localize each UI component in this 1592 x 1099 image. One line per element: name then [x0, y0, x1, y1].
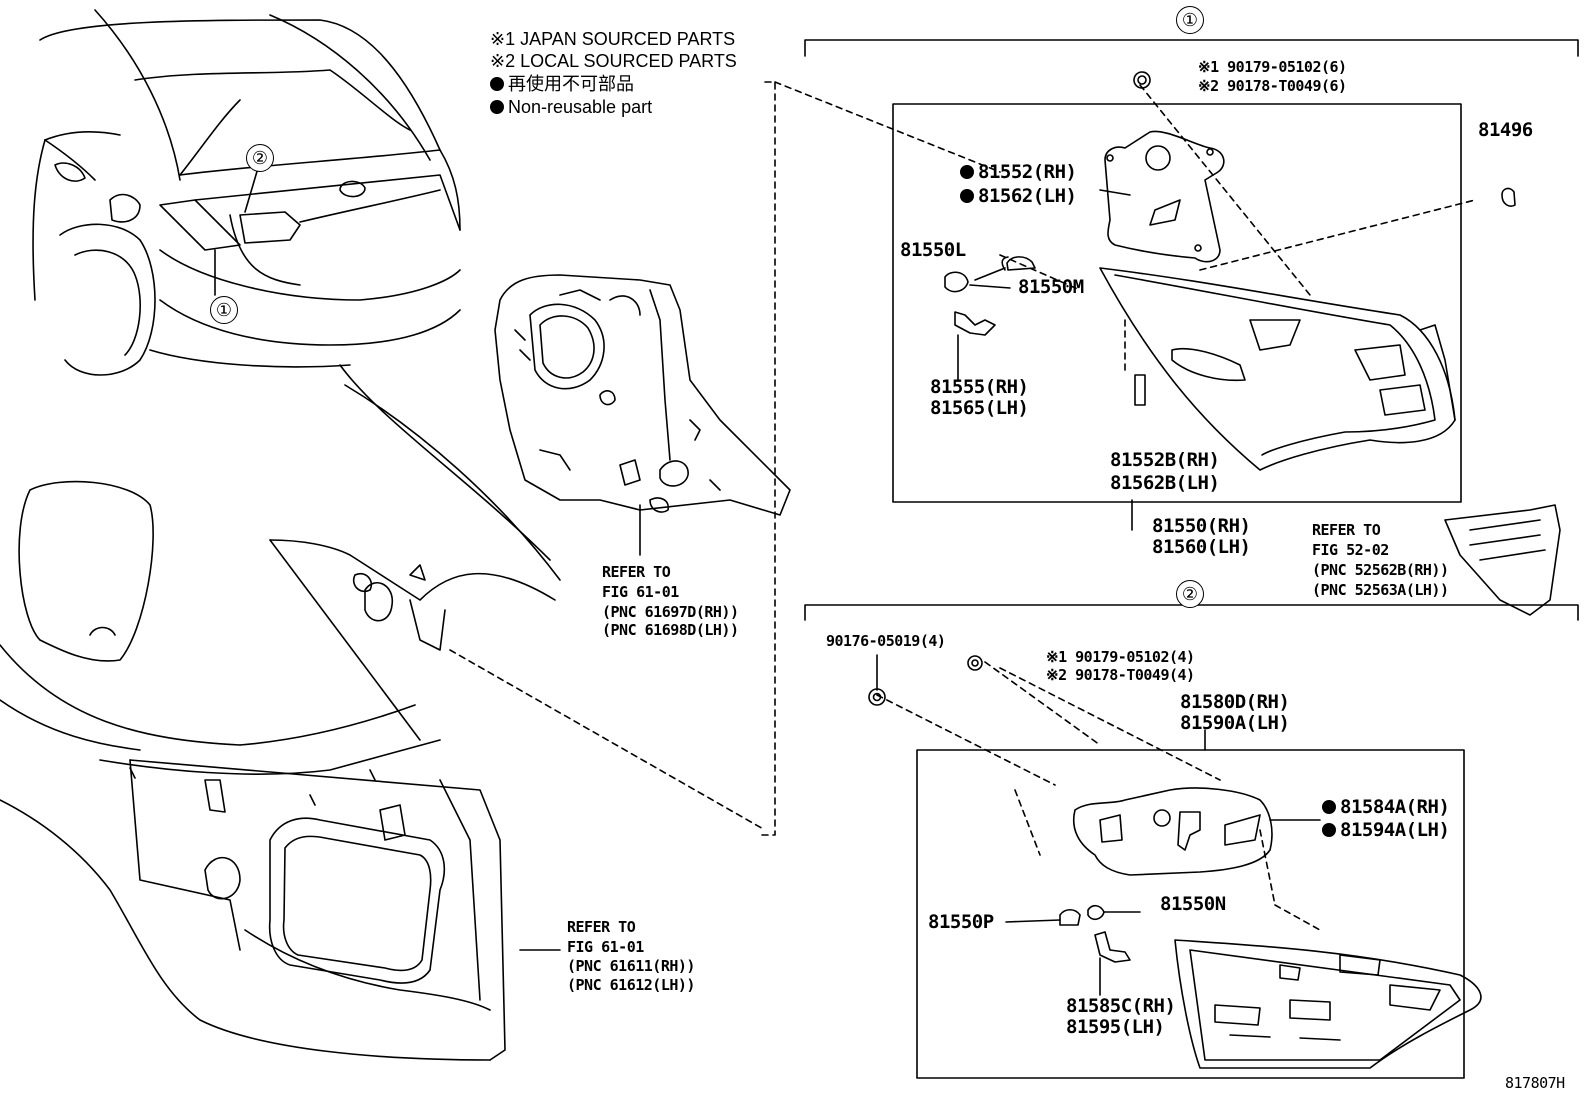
- dashed-leaders: [449, 81, 1476, 931]
- callout-2-top: ②: [1176, 580, 1204, 608]
- label-lower-ref-pnc-lh: (PNC 61612(LH)): [567, 976, 695, 994]
- inner-gasket-lh-text: 81594A(LH): [1340, 819, 1450, 841]
- bullet-icon: [490, 100, 504, 114]
- label-ref-pnc-rh-1: (PNC 52562B(RH)): [1312, 561, 1449, 579]
- label-lower-ref-pnc-rh: (PNC 61611(RH)): [567, 957, 695, 975]
- label-lower-ref-title: REFER TO: [567, 918, 636, 936]
- label-upper-ref-pnc-lh: (PNC 61698D(LH)): [602, 621, 739, 639]
- label-lamp-rh: 81550(RH): [1152, 515, 1251, 537]
- label-clip: 81496: [1478, 119, 1533, 141]
- label-upper-ref-fig: FIG 61-01: [602, 583, 679, 601]
- bullet-icon: [960, 165, 974, 179]
- label-screw-japan-1: ※1 90179-05102(6): [1198, 58, 1347, 76]
- rear-body-panel: [0, 364, 561, 1061]
- label-socket-p: 81550P: [928, 911, 994, 933]
- label-nut: 90176-05019(4): [826, 632, 946, 650]
- label-ref-pnc-lh-1: (PNC 52563A(LH)): [1312, 581, 1449, 599]
- legend-note-japan: ※1 JAPAN SOURCED PARTS: [490, 29, 736, 49]
- label-seal-lh: 81562B(LH): [1110, 472, 1220, 494]
- label-screw-local-2: ※2 90178-T0049(4): [1046, 666, 1195, 684]
- label-lamp-lh: 81560(LH): [1152, 536, 1251, 558]
- figure-id: 817807H: [1505, 1074, 1565, 1092]
- label-wire-rh: 81555(RH): [930, 376, 1029, 398]
- label-seal-rh: 81552B(RH): [1110, 449, 1220, 471]
- bullet-icon: [960, 189, 974, 203]
- label-bulb-n: 81550N: [1160, 893, 1226, 915]
- label-ref-title-1: REFER TO: [1312, 521, 1381, 539]
- label-inner-lamp-rh: 81580D(RH): [1180, 691, 1290, 713]
- label-wire-lh: 81565(LH): [930, 397, 1029, 419]
- bullet-icon: [1322, 800, 1336, 814]
- legend-non-reusable-en: Non-reusable part: [490, 96, 652, 118]
- label-socket-m: 81550M: [1018, 276, 1084, 298]
- label-gasket-lh: 81562(LH): [960, 185, 1077, 207]
- legend-non-reusable-jp: 再使用不可部品: [490, 73, 634, 95]
- bullet-icon: [490, 77, 504, 91]
- label-screw-japan-2: ※1 90179-05102(4): [1046, 648, 1195, 666]
- callout-2-car: ②: [246, 144, 274, 172]
- callout-1-car: ①: [210, 296, 238, 324]
- label-inner-wire-lh: 81595(LH): [1066, 1016, 1165, 1038]
- car-rear-view: [32, 9, 461, 376]
- section2-parts: [868, 654, 1482, 1069]
- label-lower-ref-fig: FIG 61-01: [567, 938, 644, 956]
- label-upper-ref-pnc-rh: (PNC 61697D(RH)): [602, 603, 739, 621]
- inner-gasket-rh-text: 81584A(RH): [1340, 796, 1450, 818]
- label-upper-ref-title: REFER TO: [602, 563, 671, 581]
- label-inner-wire-rh: 81585C(RH): [1066, 995, 1176, 1017]
- label-inner-gasket-rh: 81584A(RH): [1322, 796, 1450, 818]
- label-inner-gasket-lh: 81594A(LH): [1322, 819, 1450, 841]
- label-ref-fig-1: FIG 52-02: [1312, 541, 1389, 559]
- legend-note-local: ※2 LOCAL SOURCED PARTS: [490, 51, 737, 71]
- label-bulb-l: 81550L: [900, 239, 966, 261]
- section-brackets: [804, 39, 1579, 1079]
- gasket-rh-text: 81552(RH): [978, 161, 1077, 183]
- bullet-icon: [1322, 823, 1336, 837]
- gasket-lh-text: 81562(LH): [978, 185, 1077, 207]
- quarter-inner-panel: [494, 274, 791, 556]
- legend-jp-text: 再使用不可部品: [508, 74, 634, 94]
- label-gasket-rh: 81552(RH): [960, 161, 1077, 183]
- label-screw-local-1: ※2 90178-T0049(6): [1198, 77, 1347, 95]
- callout-1-top: ①: [1176, 6, 1204, 34]
- label-inner-lamp-lh: 81590A(LH): [1180, 712, 1290, 734]
- legend-en-text: Non-reusable part: [508, 97, 653, 117]
- section1-parts: [944, 71, 1561, 616]
